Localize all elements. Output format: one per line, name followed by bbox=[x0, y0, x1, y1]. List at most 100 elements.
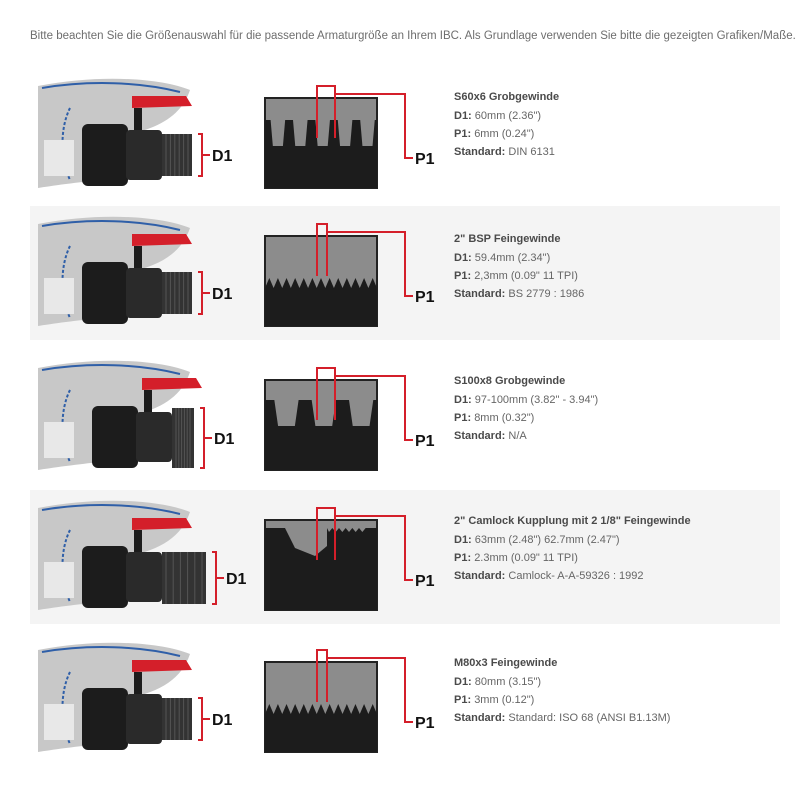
valve-outlet bbox=[172, 408, 194, 468]
spec-p1: 2.3mm (0.09" 11 TPI) bbox=[474, 552, 578, 564]
thread-profile bbox=[265, 704, 377, 752]
thread-profile-illustration: P1 bbox=[264, 507, 435, 611]
valve-body bbox=[126, 552, 162, 602]
valve-outlet bbox=[162, 272, 192, 314]
valve-stem bbox=[134, 246, 142, 268]
valve-body bbox=[82, 546, 128, 608]
spec-d1: 63mm (2.48") 62.7mm (2.47") bbox=[474, 534, 620, 546]
ibc-tank-outline bbox=[41, 220, 181, 231]
spec-block: S60x6 Grobgewinde D1: 60mm (2.36") P1: 6… bbox=[454, 88, 774, 161]
intro-text: Bitte beachten Sie die Größenauswahl für… bbox=[30, 30, 796, 42]
p1-label: P1 bbox=[415, 289, 435, 306]
spec-standard: Standard: ISO 68 (ANSI B1.13M) bbox=[508, 712, 671, 724]
thread-row: D1 P1 S60x6 Grobgewinde D1: 60mm (2.36")… bbox=[30, 68, 780, 202]
p1-marker bbox=[316, 223, 328, 276]
valve-illustration: D1 bbox=[38, 360, 235, 470]
d1-label: D1 bbox=[212, 286, 233, 303]
valve-lever bbox=[132, 660, 192, 672]
spec-block: 2" Camlock Kupplung mit 2 1/8" Feingewin… bbox=[454, 512, 774, 585]
valve-body bbox=[82, 688, 128, 750]
valve-outlet bbox=[162, 134, 192, 176]
p1-marker bbox=[316, 85, 336, 138]
thread-profile-illustration: P1 bbox=[264, 223, 435, 327]
d1-label: D1 bbox=[212, 148, 233, 165]
spec-p1: 8mm (0.32") bbox=[474, 412, 535, 424]
thread-row: D1 P1 S100x8 Grobgewinde D1: 97-100mm (3… bbox=[30, 350, 780, 484]
valve-lever bbox=[132, 96, 192, 108]
valve-body bbox=[82, 262, 128, 324]
p1-leader-line bbox=[335, 93, 413, 159]
d1-bracket bbox=[212, 551, 217, 605]
d1-label: D1 bbox=[212, 712, 233, 729]
thread-row: D1 P1 M80x3 Feingewinde D1: 80mm (3.15")… bbox=[30, 632, 780, 766]
thread-profile-illustration: P1 bbox=[264, 85, 435, 189]
p1-leader-line bbox=[327, 657, 413, 723]
spec-title: 2" BSP Feingewinde bbox=[454, 233, 561, 245]
spec-d1: 97-100mm (3.82" - 3.94") bbox=[474, 394, 599, 406]
thread-profile bbox=[265, 400, 377, 470]
valve-lever bbox=[132, 518, 192, 530]
valve-body bbox=[82, 124, 128, 186]
valve-body bbox=[126, 694, 162, 744]
spec-d1: 60mm (2.36") bbox=[474, 110, 542, 122]
ibc-tank-outline bbox=[41, 646, 181, 657]
valve-body bbox=[92, 406, 138, 468]
spec-d1: 80mm (3.15") bbox=[474, 676, 542, 688]
ibc-tank-outline bbox=[41, 82, 181, 93]
pipe-stub bbox=[44, 278, 74, 314]
p1-label: P1 bbox=[415, 573, 435, 590]
d1-bracket bbox=[198, 133, 203, 177]
p1-marker bbox=[316, 507, 336, 560]
p1-label: P1 bbox=[415, 151, 435, 168]
valve-body bbox=[136, 412, 172, 462]
valve-stem bbox=[144, 390, 152, 412]
spec-p1: 2,3mm (0.09" 11 TPI) bbox=[474, 270, 578, 282]
p1-label: P1 bbox=[415, 433, 435, 450]
thread-row: D1 P1 2" Camlock Kupplung mit 2 1/8" Fei… bbox=[30, 490, 780, 624]
spec-block: M80x3 Feingewinde D1: 80mm (3.15") P1: 3… bbox=[454, 654, 774, 727]
thread-profile-illustration: P1 bbox=[264, 649, 435, 753]
d1-label: D1 bbox=[214, 431, 235, 448]
valve-illustration: D1 bbox=[38, 216, 233, 326]
ibc-tank-outline bbox=[41, 364, 181, 375]
p1-marker bbox=[316, 367, 336, 420]
thread-row: D1 P1 2" BSP Feingewinde D1: 59.4mm (2.3… bbox=[30, 206, 780, 340]
valve-illustration: D1 bbox=[38, 642, 233, 752]
valve-lever bbox=[142, 378, 202, 390]
valve-stem bbox=[134, 672, 142, 694]
spec-standard: Camlock- A-A-59326 : 1992 bbox=[508, 570, 644, 582]
spec-title: M80x3 Feingewinde bbox=[454, 657, 558, 669]
valve-body bbox=[126, 268, 162, 318]
p1-label: P1 bbox=[415, 715, 435, 732]
d1-bracket bbox=[200, 407, 205, 469]
valve-illustration: D1 bbox=[38, 500, 247, 610]
spec-d1: 59.4mm (2.34") bbox=[474, 252, 551, 264]
d1-label: D1 bbox=[226, 571, 247, 588]
valve-stem bbox=[134, 530, 142, 552]
valve-illustration: D1 bbox=[38, 78, 233, 188]
spec-standard: BS 2779 : 1986 bbox=[508, 288, 585, 300]
spec-standard: N/A bbox=[508, 430, 527, 442]
thread-profile-illustration: P1 bbox=[264, 367, 435, 471]
pipe-stub bbox=[44, 704, 74, 740]
spec-p1: 6mm (0.24") bbox=[474, 128, 535, 140]
spec-block: S100x8 Grobgewinde D1: 97-100mm (3.82" -… bbox=[454, 372, 774, 445]
spec-title: S60x6 Grobgewinde bbox=[454, 91, 560, 103]
ibc-tank-outline bbox=[41, 504, 181, 515]
pipe-stub bbox=[44, 562, 74, 598]
valve-stem bbox=[134, 108, 142, 130]
thread-profile bbox=[265, 528, 377, 610]
p1-leader-line bbox=[335, 375, 413, 441]
pipe-stub bbox=[44, 422, 74, 458]
spec-block: 2" BSP Feingewinde D1: 59.4mm (2.34") P1… bbox=[454, 230, 774, 303]
valve-lever bbox=[132, 234, 192, 246]
valve-outlet bbox=[162, 552, 206, 604]
spec-standard: DIN 6131 bbox=[508, 146, 555, 158]
spec-p1: 3mm (0.12") bbox=[474, 694, 535, 706]
p1-leader-line bbox=[335, 515, 413, 581]
valve-outlet bbox=[162, 698, 192, 740]
thread-profile bbox=[265, 120, 377, 188]
spec-title: S100x8 Grobgewinde bbox=[454, 375, 566, 387]
thread-profile bbox=[265, 278, 377, 326]
d1-bracket bbox=[198, 271, 203, 315]
